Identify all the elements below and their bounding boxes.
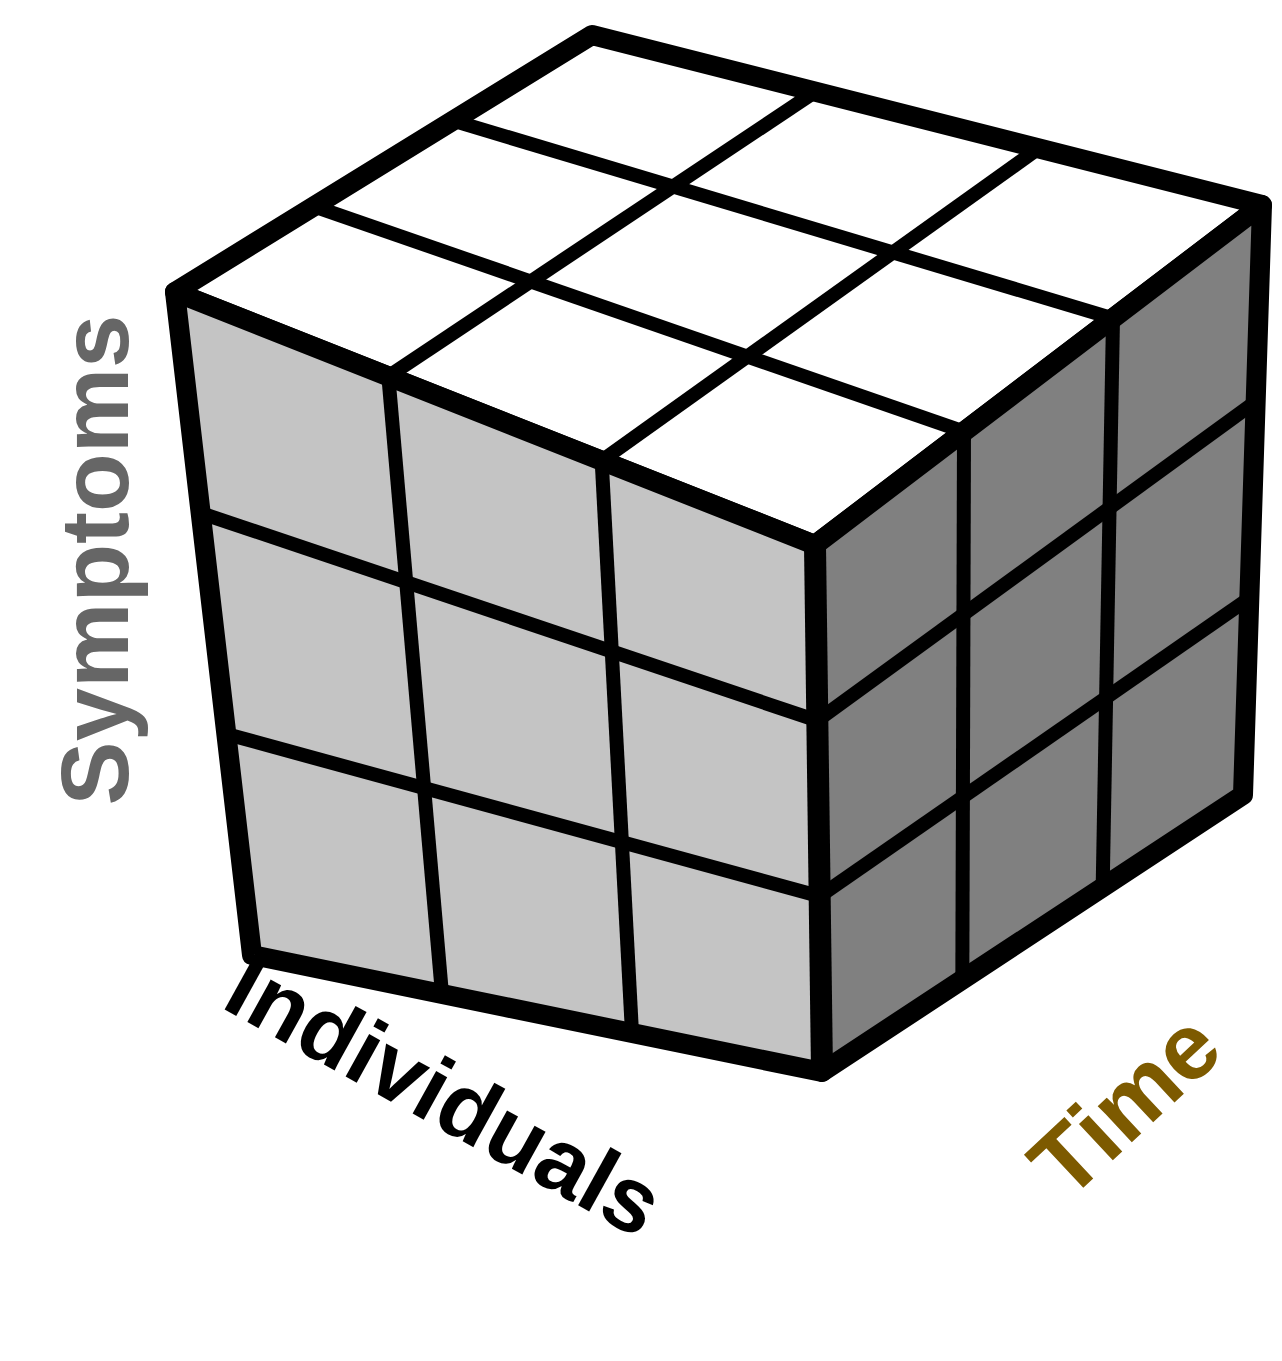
grid-line — [201, 513, 818, 721]
grid-line — [817, 402, 1255, 721]
grid-line — [1103, 318, 1113, 887]
cube-edge — [815, 545, 822, 1072]
side-face — [815, 205, 1262, 1072]
grid-line — [820, 598, 1250, 896]
axis-label: Symptoms — [47, 315, 143, 806]
grid-line — [453, 121, 1113, 319]
axis-label: Time — [1013, 996, 1236, 1213]
grid-line — [962, 432, 964, 980]
grid-line — [388, 376, 442, 994]
grid-line — [226, 734, 819, 896]
grid-line — [388, 92, 815, 377]
grid-line — [602, 461, 632, 1033]
